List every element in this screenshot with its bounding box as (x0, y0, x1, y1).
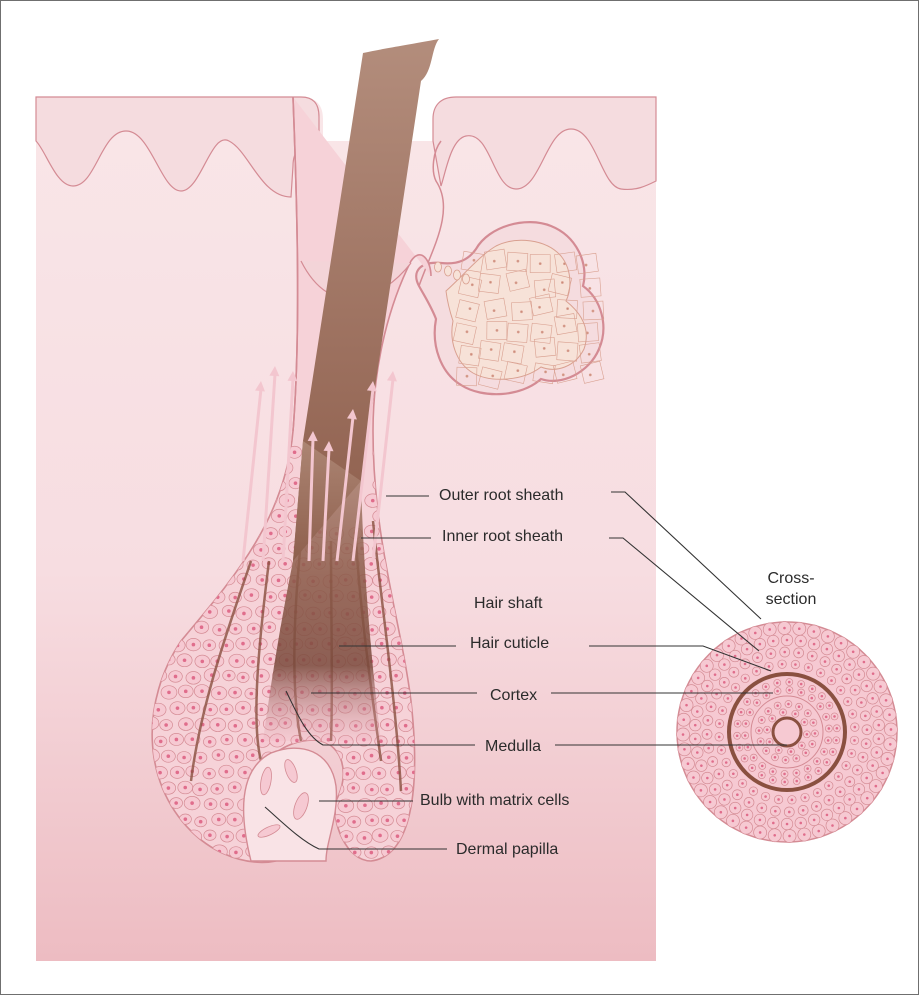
cortex-label: Cortex (490, 687, 537, 705)
dermal-papilla-label: Dermal papilla (456, 841, 558, 859)
medulla-label: Medulla (485, 738, 541, 756)
inner-root-sheath-label: Inner root sheath (442, 528, 563, 546)
cross-section-label-line1: Cross- (746, 568, 836, 589)
hair-cuticle-label: Hair cuticle (470, 635, 549, 653)
hair-shaft-label: Hair shaft (474, 595, 542, 613)
cross-section-label-line2: section (746, 589, 836, 610)
cross-section-label: Cross- section (746, 568, 836, 610)
bulb-matrix-label: Bulb with matrix cells (420, 792, 569, 810)
cross-section-view (677, 622, 898, 843)
outer-root-sheath-label: Outer root sheath (439, 487, 564, 505)
